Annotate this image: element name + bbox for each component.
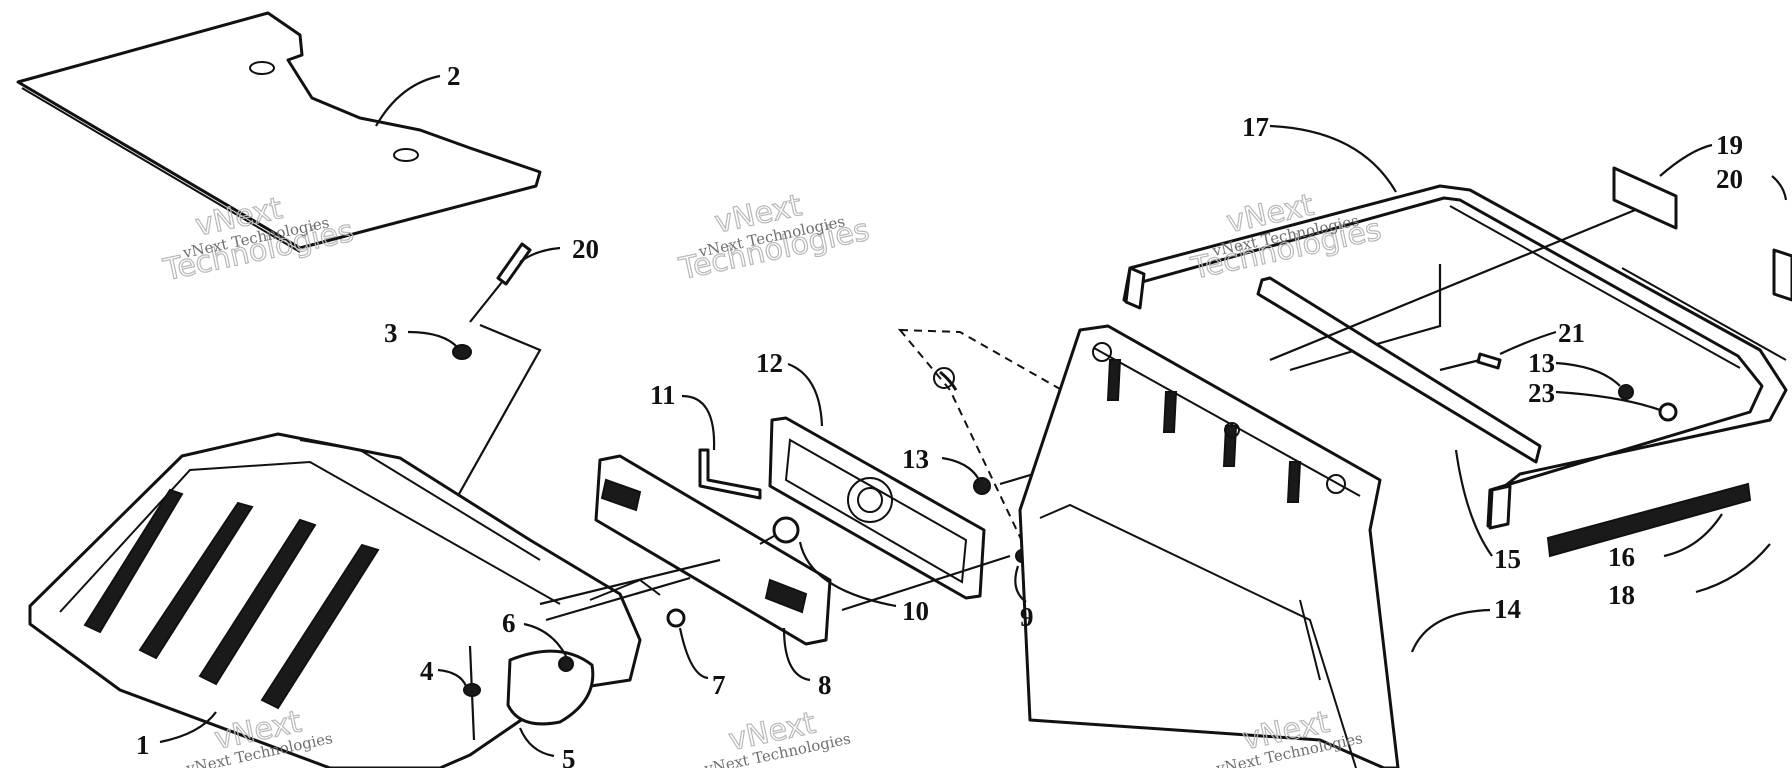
part-2-cover-plate <box>16 11 542 253</box>
callout-12: 12 <box>756 348 783 378</box>
callout-21: 21 <box>1558 318 1585 348</box>
callout-20: 20 <box>1716 164 1743 194</box>
callout-2: 2 <box>447 61 461 91</box>
watermark-top-right: vNext Technologies vNext Technologies <box>1187 187 1385 287</box>
part-13-nut-right <box>1618 384 1634 400</box>
part-8-light-bracket <box>539 454 832 646</box>
watermark-top-center: vNext Technologies vNext Technologies <box>675 188 873 288</box>
callout-3: 3 <box>384 318 398 348</box>
part-14-box <box>1018 324 1400 768</box>
callout-13-left: 13 <box>902 444 929 474</box>
part-16-strip <box>1546 267 1787 558</box>
callout-18: 18 <box>1608 580 1635 610</box>
part-23-washer <box>1658 402 1678 422</box>
callout-17: 17 <box>1242 112 1269 142</box>
callout-6: 6 <box>502 608 516 638</box>
callout-labels: 2 20 3 4 6 1 5 7 8 9 10 11 12 13 14 15 1… <box>136 61 1743 768</box>
callout-16: 16 <box>1608 542 1635 572</box>
leader-lines <box>159 74 1788 758</box>
callout-10: 10 <box>902 596 929 626</box>
watermark-bottom-center: vNext vNext Technologies <box>702 705 852 768</box>
callout-14: 14 <box>1494 594 1521 624</box>
callout-15: 15 <box>1494 544 1521 574</box>
part-3-clip <box>449 323 542 511</box>
callout-8: 8 <box>818 670 832 700</box>
part-15-rail <box>1256 206 1641 464</box>
callout-22: 20 <box>572 234 599 264</box>
part-7-screw <box>666 608 686 628</box>
part-22-bolt <box>469 242 532 323</box>
part-21-bolt <box>1439 352 1502 372</box>
callout-1: 1 <box>136 730 150 760</box>
callout-4: 4 <box>420 656 434 686</box>
callout-5: 5 <box>562 744 576 768</box>
callout-11: 11 <box>650 380 676 410</box>
part-20-edge <box>1772 248 1792 302</box>
part-1-housing <box>28 432 661 768</box>
part-12-lens <box>768 416 986 600</box>
callout-7: 7 <box>712 670 726 700</box>
part-10-bulb <box>759 516 800 545</box>
part-17-rack-frame <box>1122 184 1788 530</box>
callout-13-right: 13 <box>1528 348 1555 378</box>
part-19-reflector <box>1612 166 1678 230</box>
callout-9: 9 <box>1020 602 1034 632</box>
part-11-gasket-strip <box>698 448 762 500</box>
callout-23: 23 <box>1528 378 1555 408</box>
callout-19: 19 <box>1716 130 1743 160</box>
